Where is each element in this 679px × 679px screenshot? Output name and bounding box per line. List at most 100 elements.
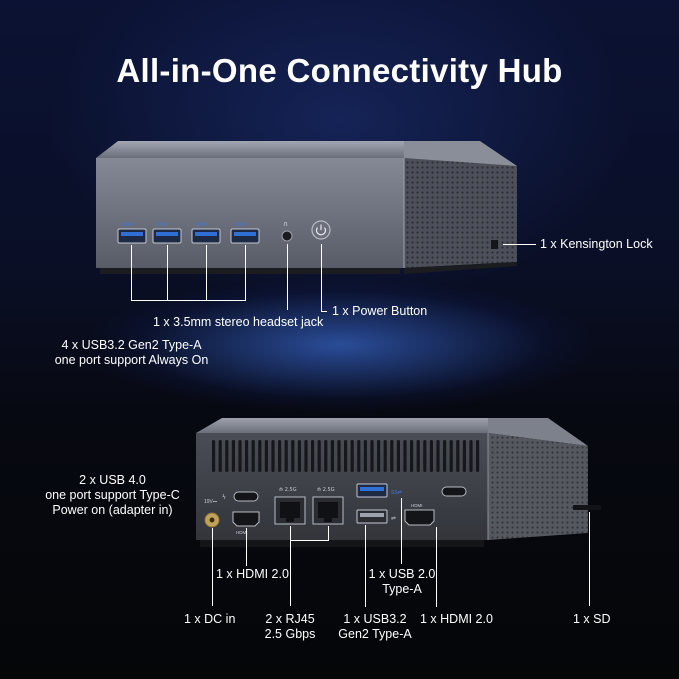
top-device-lid	[96, 141, 404, 158]
svg-text:SS⇌: SS⇌	[157, 222, 168, 228]
vent-slot	[449, 440, 453, 472]
bottom-device-side-mesh	[488, 433, 588, 540]
usb-a-port-1: SS⇌	[117, 222, 147, 244]
leader-dc	[212, 528, 214, 606]
vent-slot	[370, 440, 374, 472]
vent-slot	[284, 440, 288, 472]
usb-a-port-4: SS⇌	[230, 222, 260, 244]
vent-slot	[403, 440, 407, 472]
vent-slot	[324, 440, 328, 472]
top-device-side-mesh	[404, 158, 517, 268]
vent-slot	[297, 440, 301, 472]
svg-text:ϟ: ϟ	[222, 494, 226, 501]
hdmi-port-right: HDMI	[404, 503, 435, 526]
vent-slot	[225, 440, 229, 472]
label-hdmi-left: 1 x HDMI 2.0	[216, 567, 289, 581]
vent-slot	[231, 440, 235, 472]
vent-slot	[278, 440, 282, 472]
usb-c-port-1: ϟ	[222, 491, 259, 502]
vent-slot	[443, 440, 447, 472]
vent-slot	[396, 440, 400, 472]
leader-headset	[287, 244, 289, 310]
vent-slot	[245, 440, 249, 472]
label-dc-in: 1 x DC in	[184, 612, 236, 626]
svg-text:⇌: ⇌	[391, 515, 396, 522]
vent-slot	[238, 440, 242, 472]
svg-text:19V⎓: 19V⎓	[204, 499, 217, 505]
vent-slot	[462, 440, 466, 472]
vent-slot	[416, 440, 420, 472]
vent-slot	[390, 440, 394, 472]
svg-text:SS⇌: SS⇌	[391, 490, 402, 496]
label-sd: 1 x SD	[573, 612, 611, 626]
label-usb20: 1 x USB 2.0 Type-A	[368, 567, 436, 596]
vent-slot	[212, 440, 216, 472]
vent-slot	[429, 440, 433, 472]
vent-slot	[344, 440, 348, 472]
svg-text:∩: ∩	[283, 220, 288, 228]
vent-slot	[317, 440, 321, 472]
leader-usb	[131, 245, 133, 301]
vent-slot	[271, 440, 275, 472]
svg-text:SS⇌: SS⇌	[196, 222, 207, 228]
usb-a-3-2-port: SS⇌	[356, 483, 402, 498]
dc-in-port: 19V⎓	[204, 499, 220, 528]
label-power-button: 1 x Power Button	[332, 304, 428, 318]
label-usb32: 1 x USB3.2 Gen2 Type-A	[338, 612, 412, 641]
vent-slot	[469, 440, 473, 472]
label-hdmi-right: 1 x HDMI 2.0	[420, 612, 493, 626]
svg-text:HDMI: HDMI	[411, 503, 423, 508]
power-button-icon	[311, 220, 331, 240]
svg-text:⟰ 2.5G: ⟰ 2.5G	[317, 487, 335, 493]
usb-a-port-2: SS⇌	[152, 222, 182, 244]
vent-slot	[476, 440, 480, 472]
vent-slot	[383, 440, 387, 472]
leader-kensington	[503, 244, 536, 246]
vent-slot	[311, 440, 315, 472]
leader-usb32	[365, 525, 367, 607]
leader-usb20	[401, 498, 403, 564]
top-device-front-panel	[96, 158, 404, 268]
ventilation-grille	[212, 440, 480, 472]
vent-slot	[337, 440, 341, 472]
leader-hdmi-right	[436, 527, 438, 607]
vent-slot	[291, 440, 295, 472]
vent-slot	[363, 440, 367, 472]
usb-a-2-0-port: ⇌	[356, 509, 396, 524]
leader-power	[321, 244, 323, 311]
label-kensington-lock: 1 x Kensington Lock	[540, 237, 653, 251]
leader-rj45	[290, 526, 292, 540]
rj45-port-1: ⟰ 2.5G	[274, 487, 306, 525]
kensington-lock-slot	[491, 240, 498, 249]
vent-slot	[456, 440, 460, 472]
usb-a-port-3: SS⇌	[191, 222, 221, 244]
rj45-port-2: ⟰ 2.5G	[312, 487, 344, 525]
svg-text:SS⇌: SS⇌	[235, 222, 246, 228]
vent-slot	[330, 440, 334, 472]
leader-sd	[589, 512, 591, 606]
vent-slot	[377, 440, 381, 472]
hdmi-port-left: HDMI	[232, 511, 260, 535]
svg-text:⟰ 2.5G: ⟰ 2.5G	[279, 487, 297, 493]
vent-slot	[410, 440, 414, 472]
vent-slot	[436, 440, 440, 472]
label-usb4: 2 x USB 4.0 one port support Type-C Powe…	[45, 473, 180, 517]
svg-text:SS⇌: SS⇌	[122, 222, 133, 228]
sd-card-slot	[573, 505, 601, 510]
label-headset-jack: 1 x 3.5mm stereo headset jack	[153, 315, 324, 329]
vent-slot	[218, 440, 222, 472]
usb-c-port-2	[441, 486, 467, 497]
vent-slot	[258, 440, 262, 472]
vent-slot	[357, 440, 361, 472]
headset-jack-icon: ∩	[281, 220, 293, 242]
vent-slot	[264, 440, 268, 472]
svg-text:HDMI: HDMI	[236, 530, 248, 535]
label-usb-ports: 4 x USB3.2 Gen2 Type-A one port support …	[54, 338, 209, 367]
vent-slot	[423, 440, 427, 472]
page-title: All-in-One Connectivity Hub	[116, 52, 563, 89]
vent-slot	[251, 440, 255, 472]
vent-slot	[304, 440, 308, 472]
leader-hdmi-left	[246, 528, 248, 566]
